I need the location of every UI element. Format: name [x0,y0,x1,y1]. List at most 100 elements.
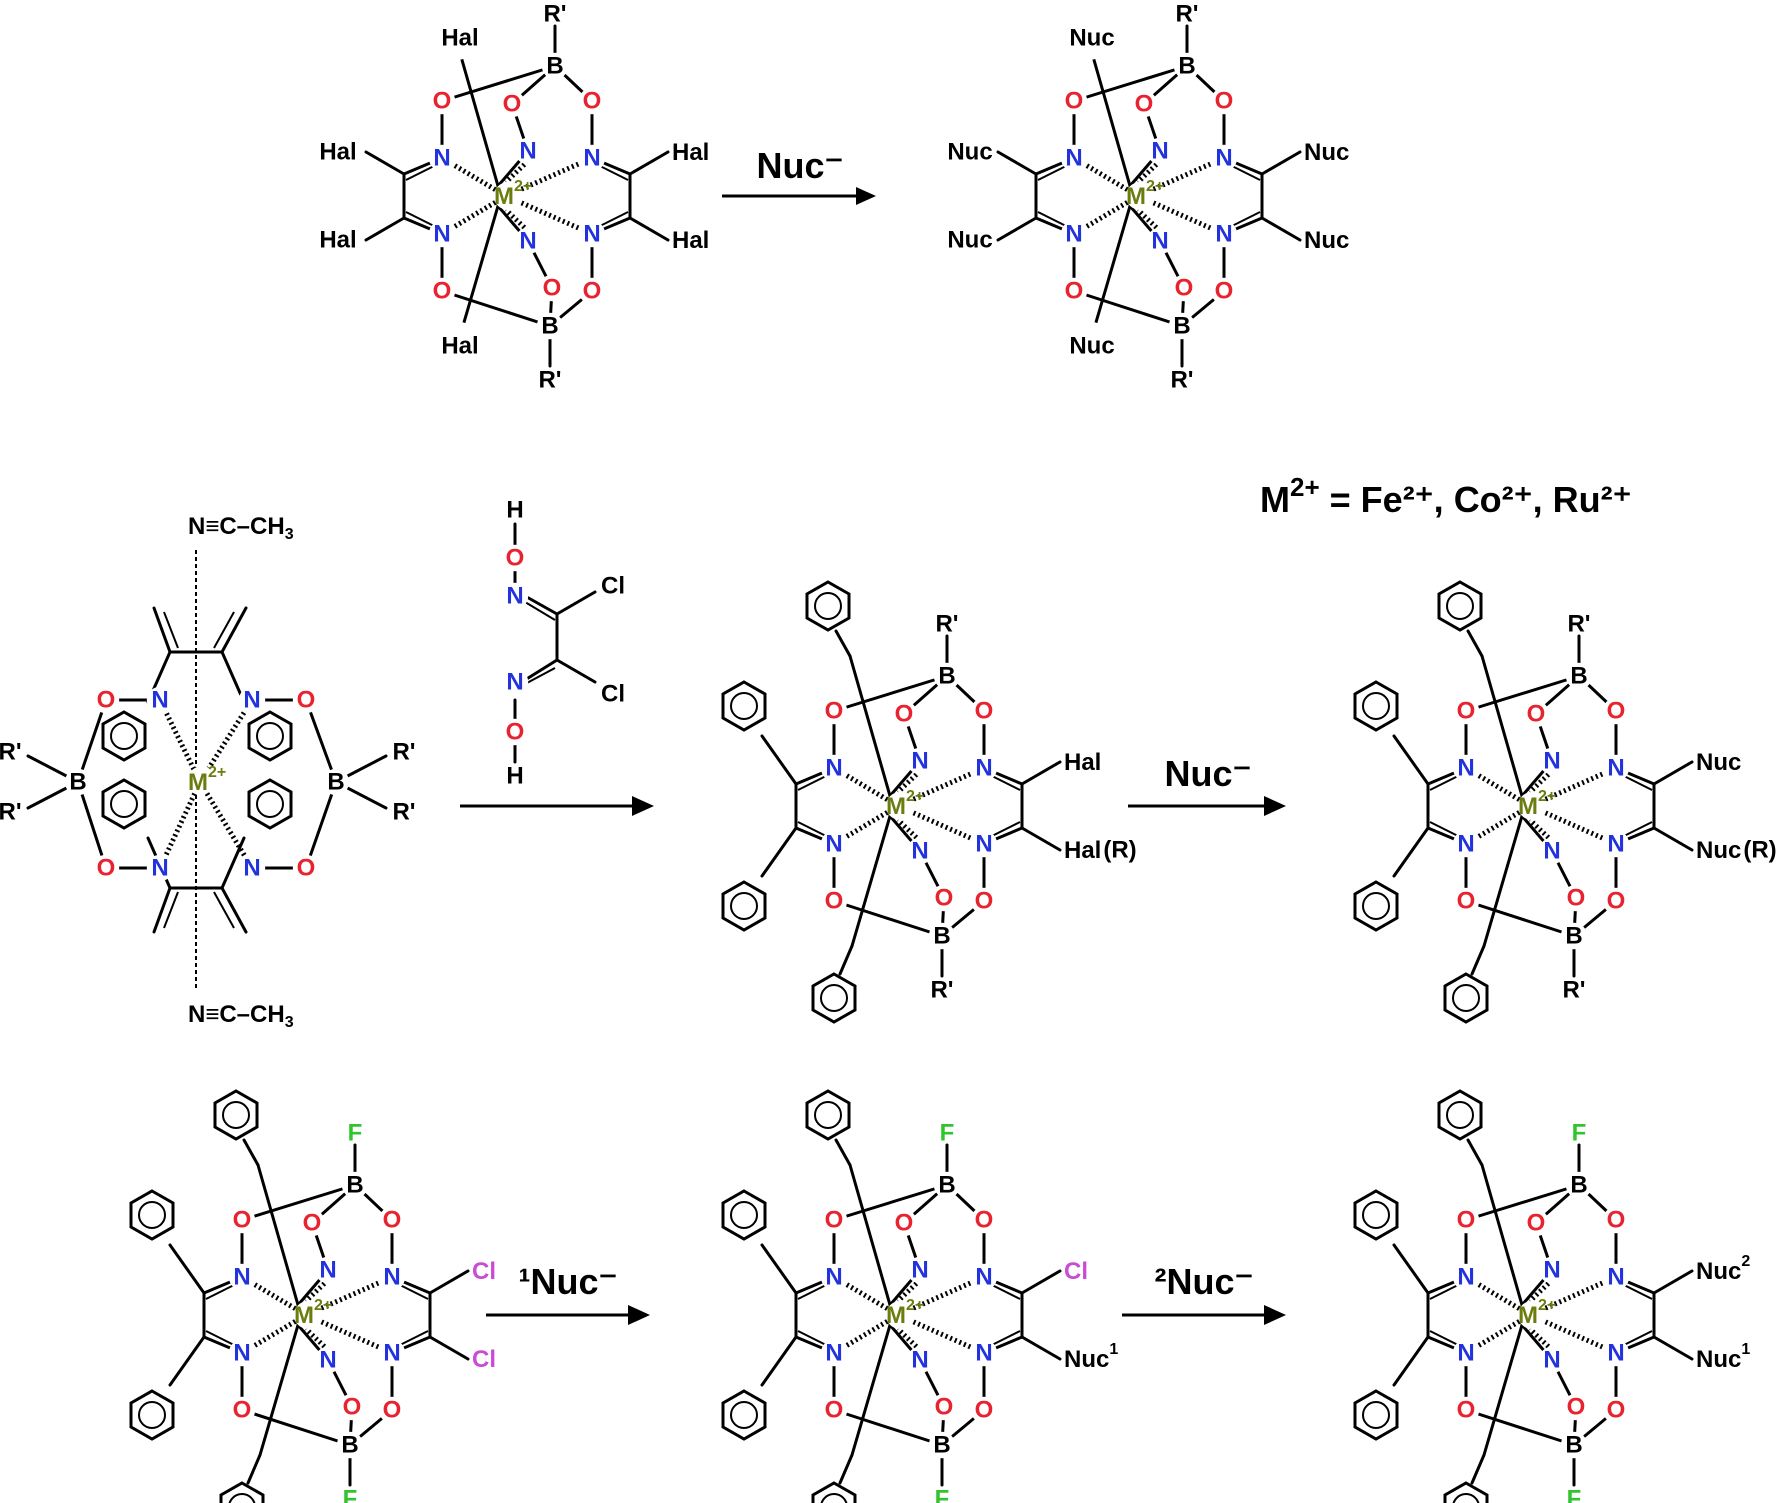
metal-list: = Fe²⁺, Co²⁺, Ru²⁺ [1330,479,1632,520]
svg-text:Nuc: Nuc [1304,139,1349,166]
svg-text:F: F [1572,1120,1587,1147]
arrow-main-reaction [460,796,654,816]
svg-text:O: O [1607,698,1626,725]
svg-text:N: N [825,831,842,858]
svg-text:Hal: Hal [441,333,478,360]
svg-text:O: O [1527,1210,1546,1237]
svg-text:N: N [519,138,536,165]
svg-text:B: B [933,923,950,950]
svg-text:Cl: Cl [601,681,625,708]
svg-text:N: N [825,1340,842,1367]
svg-text:N: N [433,221,450,248]
svg-text:O: O [975,1397,994,1424]
svg-text:O: O [383,1207,402,1234]
svg-text:N: N [383,1340,400,1367]
svg-text:Nuc: Nuc [1304,227,1349,254]
svg-text:O: O [825,888,844,915]
svg-text:O: O [975,1207,994,1234]
svg-text:Hal: Hal [319,139,356,166]
metal-symbol: M [1260,479,1290,520]
svg-text:O: O [1457,698,1476,725]
arrow-nuc-top-label: Nuc⁻ [756,145,843,186]
svg-text:O: O [1567,885,1586,912]
benzene-ring-icon [129,1389,175,1441]
svg-text:B: B [933,1432,950,1459]
svg-text:N: N [383,1264,400,1291]
svg-text:O: O [297,687,316,714]
svg-text:O: O [433,278,452,305]
benzene-ring-icon [805,580,851,632]
svg-text:Nuc: Nuc [1696,749,1741,776]
svg-text:M2+: M2+ [294,1297,332,1329]
svg-text:O: O [975,888,994,915]
svg-text:O: O [935,1394,954,1421]
svg-text:R': R' [1175,1,1198,28]
svg-text:O: O [1215,278,1234,305]
svg-text:Hal: Hal [319,227,356,254]
svg-text:O: O [343,1394,362,1421]
metal-definition: M2+= Fe²⁺, Co²⁺, Ru²⁺ [1260,472,1632,520]
svg-text:F: F [348,1120,363,1147]
svg-text:O: O [1065,278,1084,305]
svg-text:O: O [1527,701,1546,728]
svg-text:N: N [1607,755,1624,782]
benzene-ring-icon [213,1089,259,1141]
svg-text:N: N [1065,145,1082,172]
svg-text:B: B [1570,663,1587,690]
svg-text:N: N [1607,1264,1624,1291]
svg-text:Nuc1: Nuc1 [1696,1341,1750,1373]
svg-text:N: N [151,687,168,714]
svg-text:O: O [1457,888,1476,915]
svg-text:O: O [1215,88,1234,115]
svg-text:B: B [938,1172,955,1199]
benzene-ring-icon [1353,1389,1399,1441]
benzene-ring-icon [101,710,147,762]
svg-text:O: O [895,1210,914,1237]
svg-text:N: N [825,755,842,782]
svg-text:O: O [1607,1397,1626,1424]
svg-text:Hal: Hal [672,139,709,166]
svg-text:N: N [975,1340,992,1367]
svg-text:Cl: Cl [472,1346,496,1373]
svg-text:N: N [233,1264,250,1291]
arrow-nuc-top: Nuc⁻ [722,145,876,205]
svg-text:N: N [1151,228,1168,255]
svg-text:B: B [1570,1172,1587,1199]
svg-text:O: O [506,719,525,746]
benzene-ring-icon [811,1481,857,1503]
svg-text:B: B [541,313,558,340]
svg-text:O: O [433,88,452,115]
svg-text:N: N [583,221,600,248]
svg-text:Cl: Cl [1064,1258,1088,1285]
svg-text:O: O [543,275,562,302]
svg-text:B: B [1565,1432,1582,1459]
svg-text:R': R' [0,799,22,826]
svg-text:Hal: Hal [672,227,709,254]
svg-text:R': R' [538,367,561,394]
svg-text:R': R' [1562,977,1585,1004]
benzene-ring-icon [1353,1189,1399,1241]
svg-text:O: O [233,1397,252,1424]
svg-text:N: N [1543,1347,1560,1374]
svg-text:O: O [503,91,522,118]
svg-text:O: O [383,1397,402,1424]
svg-text:M2+: M2+ [1518,1297,1556,1329]
svg-text:O: O [1607,1207,1626,1234]
svg-text:H: H [506,763,523,790]
svg-text:N: N [1543,838,1560,865]
svg-text:Hal: Hal [1064,749,1101,776]
svg-text:R': R' [1567,611,1590,638]
svg-text:B: B [1173,313,1190,340]
svg-text:O: O [895,701,914,728]
svg-text:N: N [1215,145,1232,172]
svg-text:Hal: Hal [441,25,478,52]
svg-text:O: O [583,278,602,305]
svg-text:N: N [243,687,260,714]
svg-text:R': R' [392,739,415,766]
svg-text:N≡C–CH3: N≡C–CH3 [188,513,294,543]
